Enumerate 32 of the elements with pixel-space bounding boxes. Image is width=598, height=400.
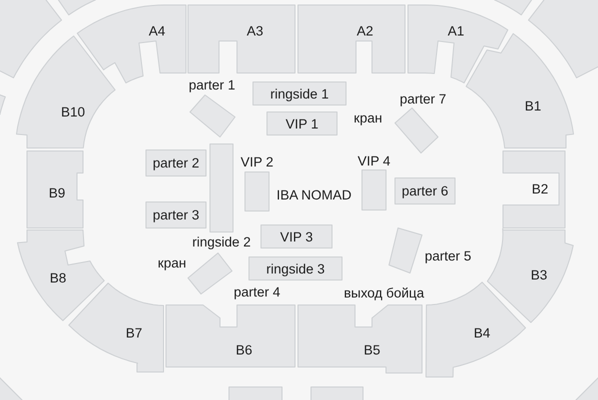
block-label: parter 3 bbox=[152, 208, 200, 222]
floor-note: кран bbox=[158, 256, 186, 270]
section-label: B5 bbox=[364, 342, 380, 358]
section-label: B3 bbox=[530, 268, 548, 282]
block-label: VIP 4 bbox=[358, 154, 390, 168]
section-label: B7 bbox=[126, 326, 142, 340]
section-label: B9 bbox=[48, 186, 66, 200]
block-label: parter 7 bbox=[400, 91, 446, 106]
block-label: parter 2 bbox=[152, 156, 200, 170]
section-label: A4 bbox=[148, 24, 166, 38]
section-label: B8 bbox=[50, 270, 66, 286]
block-label: ringside 3 bbox=[266, 261, 325, 276]
block-label: VIP 1 bbox=[286, 116, 318, 131]
section-label: A2 bbox=[356, 24, 374, 38]
section-label: B10 bbox=[60, 104, 86, 120]
section-label: B4 bbox=[474, 326, 490, 340]
section-label: A1 bbox=[448, 24, 464, 38]
block-label: ringside 1 bbox=[270, 86, 329, 101]
section-label: B6 bbox=[236, 342, 252, 358]
section-label: B2 bbox=[532, 182, 548, 196]
section-label: A3 bbox=[246, 24, 264, 38]
floor-note: кран bbox=[354, 110, 382, 126]
block-label: parter 1 bbox=[188, 77, 236, 92]
block-label: VIP 2 bbox=[240, 154, 274, 170]
section-label: B1 bbox=[524, 98, 542, 114]
block-label: ringside 2 bbox=[192, 234, 251, 250]
ring-label: IBA NOMAD bbox=[276, 188, 352, 202]
block-label: parter 6 bbox=[402, 184, 448, 198]
floor-note: выход бойца bbox=[344, 286, 424, 300]
block-label: VIP 3 bbox=[280, 229, 313, 244]
block-label: parter 4 bbox=[234, 284, 280, 300]
block-label: parter 5 bbox=[424, 248, 472, 264]
